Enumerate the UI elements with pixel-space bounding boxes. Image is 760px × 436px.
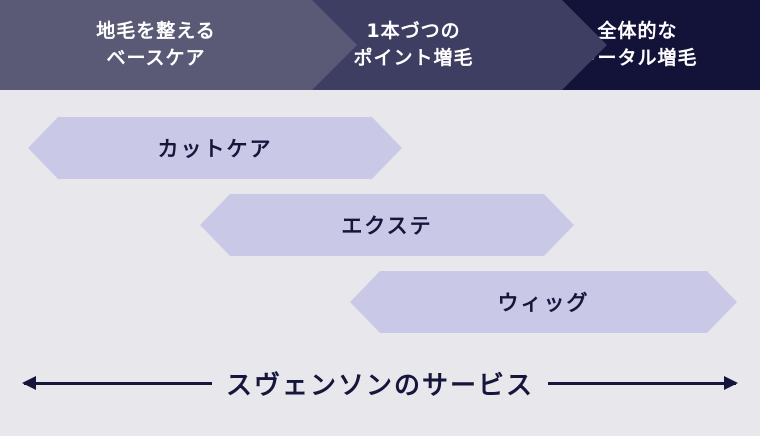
- phase-base-care: 地毛を整える ベースケア: [0, 0, 357, 90]
- axis-title: スヴェンソンのサービス: [226, 370, 535, 401]
- service-label-extension: エクステ: [341, 214, 433, 238]
- phase-total-zoumou-line2: トータル増毛: [577, 47, 698, 69]
- phase-total-zoumou-line1: 全体的な: [597, 20, 678, 43]
- right-arrow-icon: [548, 381, 737, 385]
- phase-base-care-line2: ベースケア: [106, 47, 206, 69]
- service-band-extension: エクステ: [200, 194, 574, 256]
- service-band-wig: ウィッグ: [350, 271, 737, 333]
- service-band-cut-care: カットケア: [28, 117, 402, 179]
- left-arrow-icon: [24, 381, 212, 385]
- phase-header: 地毛を整える ベースケア 1本づつの ポイント増毛 全体的な トータル増毛: [0, 0, 760, 90]
- phase-point-zoumou-line2: ポイント増毛: [353, 47, 474, 69]
- service-label-cut-care: カットケア: [157, 137, 273, 161]
- service-range-axis: スヴェンソンのサービス: [24, 358, 737, 408]
- service-label-wig: ウィッグ: [497, 291, 590, 315]
- phase-point-zoumou-line1: 1本づつの: [366, 20, 461, 43]
- phase-base-care-line1: 地毛を整える: [96, 20, 216, 43]
